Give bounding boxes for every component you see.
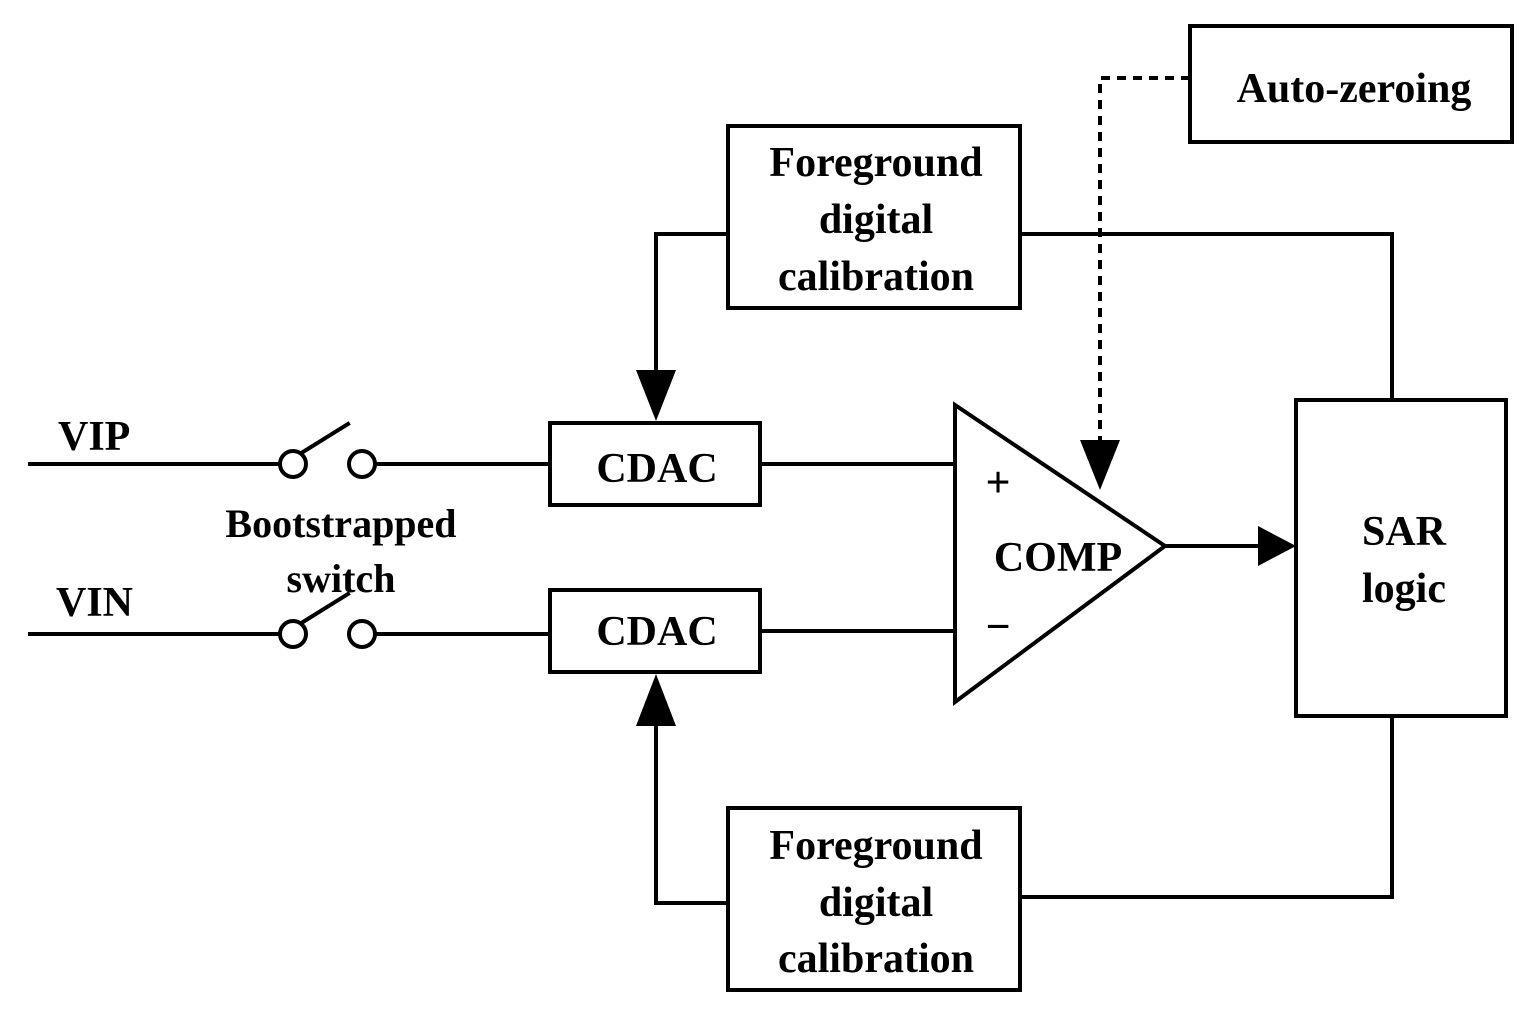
comp-plus-sign: + — [985, 458, 1010, 507]
comp-minus-sign: − — [985, 602, 1010, 651]
vip-switch-icon — [278, 421, 377, 479]
sar-logic-box — [1294, 398, 1508, 718]
cdac-bottom-label: CDAC — [596, 609, 717, 655]
autozero-to-comp-arrow — [1080, 440, 1120, 490]
vin-label: VIN — [56, 580, 133, 626]
switch-label-line2: switch — [287, 556, 396, 601]
switch-label-line1: Bootstrapped — [225, 501, 456, 546]
sar-label-line2: logic — [1362, 566, 1446, 612]
cal-to-cdac-bottom-arrow — [636, 674, 676, 726]
cal-bottom-line3: calibration — [778, 936, 974, 982]
cdac-top-label: CDAC — [596, 446, 717, 492]
cal-bottom-line1: Foreground — [769, 823, 982, 869]
calibration-top-box — [726, 124, 1022, 310]
cal-bottom-line2: digital — [819, 880, 933, 926]
autozero-box — [1188, 24, 1514, 144]
sar-label-line1: SAR — [1362, 509, 1447, 555]
comp-to-sar-arrow — [1258, 526, 1296, 566]
vin-switch-icon — [278, 591, 377, 649]
cal-top-line2: digital — [819, 197, 933, 243]
comparator-triangle — [953, 401, 1169, 706]
comp-label: COMP — [994, 535, 1122, 581]
cal-to-cdac-top-arrow — [636, 370, 676, 421]
vip-label: VIP — [58, 414, 130, 460]
cal-top-line1: Foreground — [769, 140, 982, 186]
calibration-bottom-box — [726, 806, 1022, 992]
autozero-label: Auto-zeroing — [1237, 66, 1472, 112]
cal-top-line3: calibration — [778, 254, 974, 300]
